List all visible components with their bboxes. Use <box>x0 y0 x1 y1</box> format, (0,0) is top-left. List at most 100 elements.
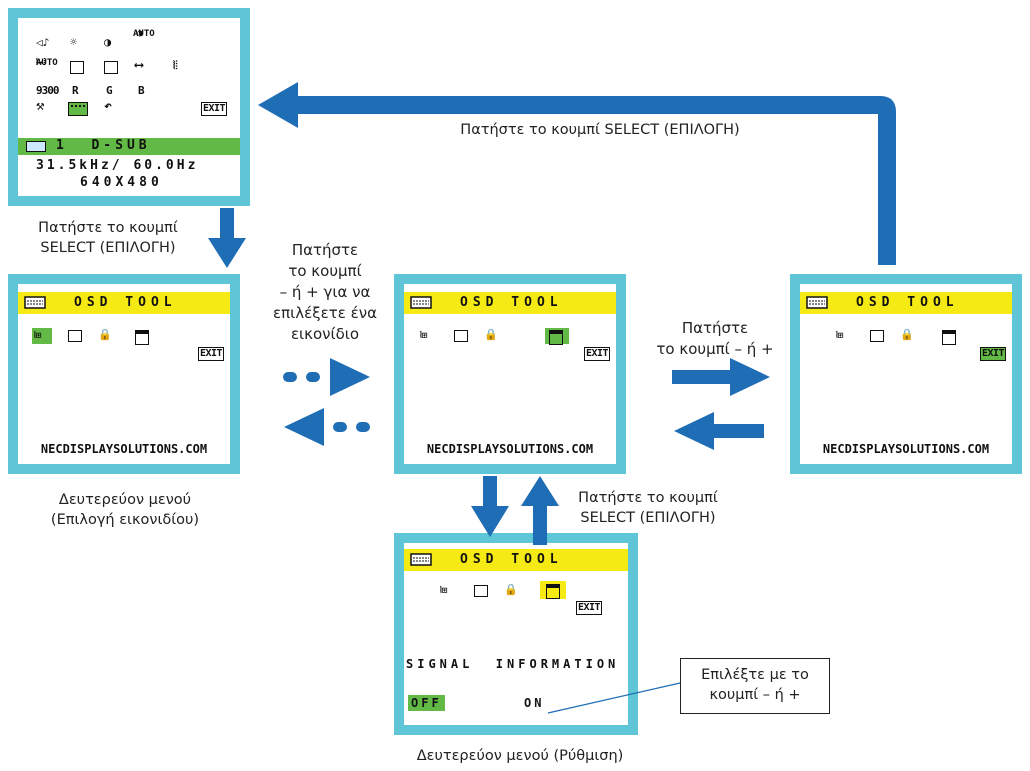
caption-line: Πατήστε το κουμπί <box>578 490 718 506</box>
signal-info-icon: ⦚⊞ <box>420 331 428 341</box>
osd-tool-icon <box>806 296 828 309</box>
osd-title: OSD TOOL <box>460 552 563 567</box>
arrow-left <box>674 412 764 450</box>
timer-icon <box>868 328 888 344</box>
caption-line: (Επιλογή εικονιδίου) <box>50 512 200 528</box>
caption-submenu-icon: Δευτερεύον μενού (Επιλογή εικονιδίου) <box>20 490 230 530</box>
site-url: NECDISPLAYSOLUTIONS.COM <box>40 442 208 456</box>
arrow-right <box>672 358 770 396</box>
blue-label: B <box>138 84 145 97</box>
main-menu-screen: ◁♪ ☼ ◑ AUTO ◑ AUTO ⦚→⦙ ⟷ ⦚⦙ 9300 R G B ⚒… <box>8 8 250 206</box>
screen-display: OSD TOOL ⦚⊞ 🔒 EXIT NECDISPLAYSOLUTIONS.C… <box>18 284 230 464</box>
arrow-dotted-right <box>283 358 370 396</box>
auto-adjust-icon: AUTO ⦚→⦙ <box>36 58 58 68</box>
osd-tool-screen-right: OSD TOOL ⦚⊞ 🔒 EXIT NECDISPLAYSOLUTIONS.C… <box>790 274 1022 474</box>
arrow-dotted-left <box>284 408 370 446</box>
arrow-down-to-adjust <box>471 476 509 537</box>
arrow-main-to-submenu <box>208 208 246 268</box>
left-right-icon <box>70 61 84 74</box>
osd-title-bar: OSD TOOL <box>404 549 628 571</box>
callout-leader-line <box>547 682 681 714</box>
volume-icon: ◁♪ <box>36 36 50 49</box>
osd-tool-icon <box>410 553 432 566</box>
signal-info-icon: ⦚⊞ <box>440 586 448 596</box>
exit-icon: EXIT <box>980 347 1007 361</box>
exit-icon: EXIT <box>198 347 225 361</box>
auto-label: AUTO <box>36 58 58 68</box>
exit-icon: EXIT <box>576 601 603 615</box>
osd-tool-icon <box>410 296 432 309</box>
lock-icon: 🔒 <box>484 328 498 341</box>
caption-line: Δευτερεύον μενού <box>58 492 192 508</box>
window-icon <box>940 328 960 345</box>
osd-tool-screen-center: OSD TOOL ⦚⊞ 🔒 EXIT NECDISPLAYSOLUTIONS.C… <box>394 274 626 474</box>
caption-line: Πατήστε <box>291 241 359 259</box>
arrow-up-from-adjust <box>521 476 559 545</box>
window-icon <box>540 581 566 599</box>
off-option: OFF <box>408 695 445 711</box>
timer-icon <box>452 328 472 344</box>
red-label: R <box>72 84 79 97</box>
green-label: G <box>106 84 113 97</box>
screen-display: OSD TOOL ⦚⊞ 🔒 EXIT NECDISPLAYSOLUTIONS.C… <box>404 284 616 464</box>
preset-9300-label: 9300 <box>36 84 59 97</box>
site-url: NECDISPLAYSOLUTIONS.COM <box>426 442 594 456</box>
timer-icon <box>66 328 86 344</box>
resolution-text: 640X480 <box>80 175 163 190</box>
caption-line: κουμπί – ή + <box>709 687 801 703</box>
arrow-return-to-main <box>258 82 896 265</box>
caption-line: SELECT (ΕΠΙΛΟΓΗ) <box>40 240 176 256</box>
lock-icon: 🔒 <box>900 328 914 341</box>
caption-select-mid: Πατήστε το κουμπί SELECT (ΕΠΙΛΟΓΗ) <box>558 488 738 528</box>
up-down-icon <box>104 61 118 74</box>
caption-line: εικονίδιο <box>290 325 360 343</box>
osd-tool-icon <box>68 102 88 116</box>
osd-title: OSD TOOL <box>460 295 563 310</box>
window-icon <box>545 328 569 345</box>
caption-choose-icon: Πατήστε το κουμπί – ή + για να επιλέξετε… <box>255 240 395 345</box>
caption-line: το κουμπί <box>288 262 362 280</box>
frequency-text: 31.5kHz/ 60.0Hz <box>36 158 199 173</box>
lock-icon: 🔒 <box>504 583 518 596</box>
caption-select-top: Πατήστε το κουμπί SELECT (ΕΠΙΛΟΓΗ) <box>460 122 740 138</box>
exit-icon: EXIT <box>584 347 611 361</box>
auto-label: AUTO <box>133 29 155 39</box>
tools-icon: ⚒ <box>36 98 45 114</box>
osd-title: OSD TOOL <box>856 295 959 310</box>
screen-display: OSD TOOL ⦚⊞ 🔒 EXIT NECDISPLAYSOLUTIONS.C… <box>800 284 1012 464</box>
callout-choose-with: Επιλέξτε με το κουμπί – ή + <box>680 658 830 714</box>
fine-icon: ⦚⦙ <box>173 59 179 72</box>
osd-title-bar: OSD TOOL <box>800 292 1012 314</box>
caption-line: Πατήστε το κουμπί <box>38 220 178 236</box>
caption-select-left: Πατήστε το κουμπί SELECT (ΕΠΙΛΟΓΗ) <box>8 218 208 258</box>
keyboard-icon <box>26 141 46 152</box>
signal-info-icon: ⦚⊞ <box>32 328 52 344</box>
osd-tool-icon <box>24 296 46 309</box>
brightness-icon: ☼ <box>70 35 78 49</box>
input-name: 1 D-SUB <box>56 138 151 153</box>
caption-minus-plus: Πατήστε το κουμπί – ή + <box>640 318 790 360</box>
caption-line: το κουμπί – ή + <box>656 340 774 358</box>
osd-tool-screen-left: OSD TOOL ⦚⊞ 🔒 EXIT NECDISPLAYSOLUTIONS.C… <box>8 274 240 474</box>
site-url: NECDISPLAYSOLUTIONS.COM <box>822 442 990 456</box>
osd-title-bar: OSD TOOL <box>404 292 616 314</box>
on-option: ON <box>524 696 545 710</box>
caption-line: – ή + για να <box>279 283 371 301</box>
signal-info-icon: ⦚⊞ <box>836 331 844 341</box>
timer-icon <box>472 583 492 599</box>
caption-line: επιλέξετε ένα <box>273 304 377 322</box>
signal-info-heading: SIGNAL INFORMATION <box>406 657 620 671</box>
reset-icon: ↶ <box>104 99 112 114</box>
caption-line: Επιλέξτε με το <box>701 667 809 683</box>
caption-line: Πατήστε <box>681 319 749 337</box>
screen-display: OSD TOOL ⦚⊞ 🔒 EXIT SIGNAL INFORMATION OF… <box>404 543 628 725</box>
input-bar: 1 D-SUB <box>18 138 240 155</box>
caption-line: SELECT (ΕΠΙΛΟΓΗ) <box>580 510 716 526</box>
h-size-icon: ⟷ <box>135 58 143 73</box>
lock-icon: 🔒 <box>98 328 112 341</box>
contrast-icon: ◑ <box>104 35 112 49</box>
osd-title: OSD TOOL <box>74 295 177 310</box>
window-icon <box>133 328 153 345</box>
main-menu-display: ◁♪ ☼ ◑ AUTO ◑ AUTO ⦚→⦙ ⟷ ⦚⦙ 9300 R G B ⚒… <box>18 18 240 196</box>
